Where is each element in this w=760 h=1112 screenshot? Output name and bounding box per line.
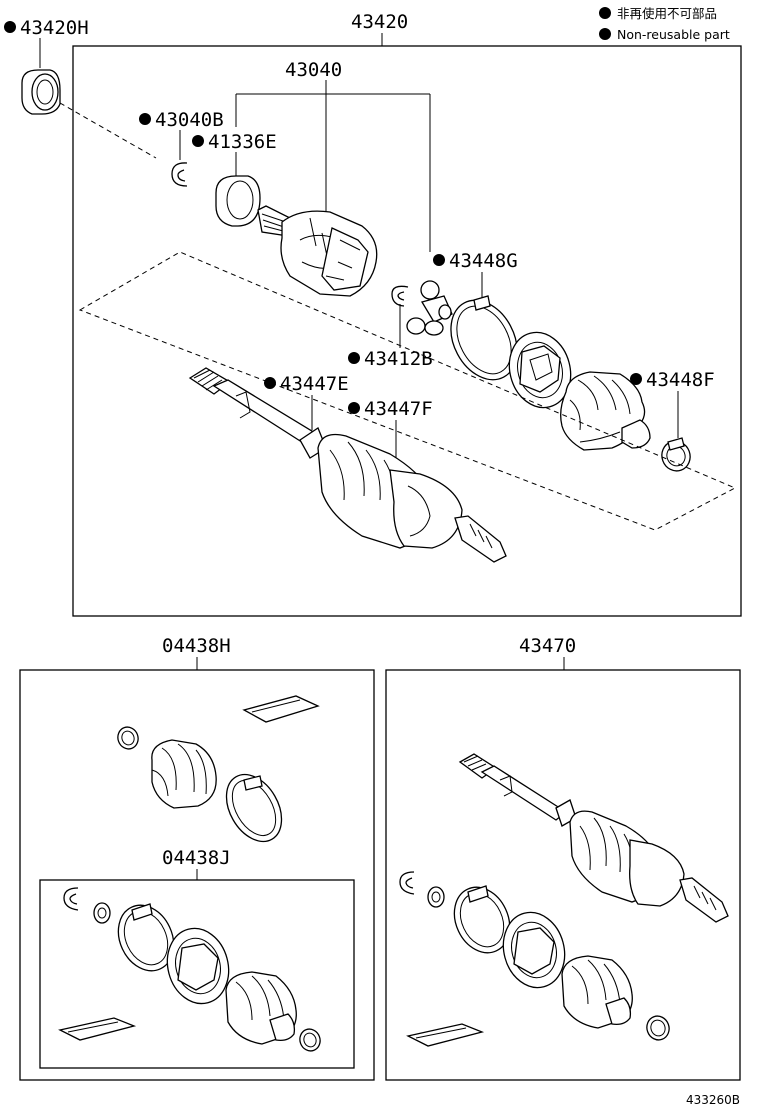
part-43470-band-clamp[interactable] [444, 878, 520, 962]
part-kit-small-clamp[interactable] [115, 724, 141, 752]
part-inboard-boot[interactable] [501, 326, 579, 415]
label-43420[interactable]: 43420 [351, 11, 408, 33]
non-reusable-marker-icon [433, 254, 445, 266]
kit-box-04438J [39, 879, 355, 1069]
part-43412B-snap-ring[interactable] [391, 285, 409, 307]
part-43470-seal-ring[interactable] [427, 886, 445, 908]
part-tripod-joint[interactable] [406, 280, 453, 336]
assembly-box-43420 [72, 45, 742, 617]
part-kit-grease-pack-2[interactable] [58, 1017, 137, 1041]
non-reusable-marker-icon [264, 377, 276, 389]
part-43040B-snap-ring[interactable] [171, 162, 188, 187]
assembly-box-43470 [385, 669, 741, 1081]
legend-bullet-icon [599, 7, 611, 19]
dashed-guide-43420H [59, 102, 157, 159]
part-outboard-boot[interactable] [560, 371, 651, 451]
legend-english: Non-reusable part [617, 27, 730, 42]
label-43447F[interactable]: 43447F [364, 398, 433, 420]
part-43470-drive-shaft[interactable] [458, 753, 729, 923]
part-drive-shaft[interactable] [188, 367, 507, 563]
kit-box-04438H [19, 669, 375, 1081]
part-43470-outboard-boot[interactable] [561, 955, 633, 1029]
label-43448G[interactable]: 43448G [449, 250, 518, 272]
legend-bullet-icon [599, 28, 611, 40]
non-reusable-marker-icon [348, 352, 360, 364]
part-43448G-clamp[interactable] [438, 289, 530, 391]
label-43412B[interactable]: 43412B [364, 348, 433, 370]
label-41336E[interactable]: 41336E [208, 131, 277, 153]
label-43040[interactable]: 43040 [285, 59, 342, 81]
label-43040B[interactable]: 43040B [155, 109, 224, 131]
part-kit-grease-pack[interactable] [242, 695, 320, 723]
legend-japanese: 非再使用不可部品 [617, 6, 717, 21]
part-kit-small-clamp-2[interactable] [297, 1026, 323, 1054]
label-04438H[interactable]: 04438H [162, 635, 231, 657]
non-reusable-marker-icon [4, 21, 16, 33]
part-kit-band-clamp[interactable] [108, 896, 184, 980]
part-kit-seal-ring[interactable] [93, 902, 111, 924]
part-43420H-boot-ring[interactable] [21, 69, 61, 115]
label-04438J[interactable]: 04438J [162, 847, 231, 869]
non-reusable-marker-icon [348, 402, 360, 414]
part-41336E-seal[interactable] [215, 175, 261, 227]
legend: 非再使用不可部品 Non-reusable part [599, 6, 730, 42]
part-43470-grease-pack[interactable] [406, 1023, 485, 1047]
part-43470-inboard-boot[interactable] [495, 906, 573, 995]
leader-43040-bracket [235, 80, 431, 252]
part-43470-small-clamp[interactable] [644, 1013, 673, 1043]
part-kit-inboard-boot[interactable] [159, 922, 237, 1011]
part-43470-snap-ring[interactable] [399, 871, 415, 895]
label-43420H[interactable]: 43420H [20, 17, 89, 39]
part-kit-large-clamp[interactable] [215, 765, 293, 851]
label-43448F[interactable]: 43448F [646, 369, 715, 391]
part-43040-joint-housing[interactable] [257, 205, 378, 297]
non-reusable-marker-icon [630, 373, 642, 385]
part-kit-snap-ring[interactable] [63, 887, 79, 911]
non-reusable-marker-icon [192, 135, 204, 147]
part-kit-outboard-boot[interactable] [225, 971, 297, 1045]
label-43447E[interactable]: 43447E [280, 373, 349, 395]
part-43448F-clamp[interactable] [658, 437, 695, 475]
non-reusable-marker-icon [139, 113, 151, 125]
label-43470[interactable]: 43470 [519, 635, 576, 657]
part-kit-boot[interactable] [151, 739, 217, 809]
diagram-reference-number: 433260B [686, 1093, 740, 1107]
